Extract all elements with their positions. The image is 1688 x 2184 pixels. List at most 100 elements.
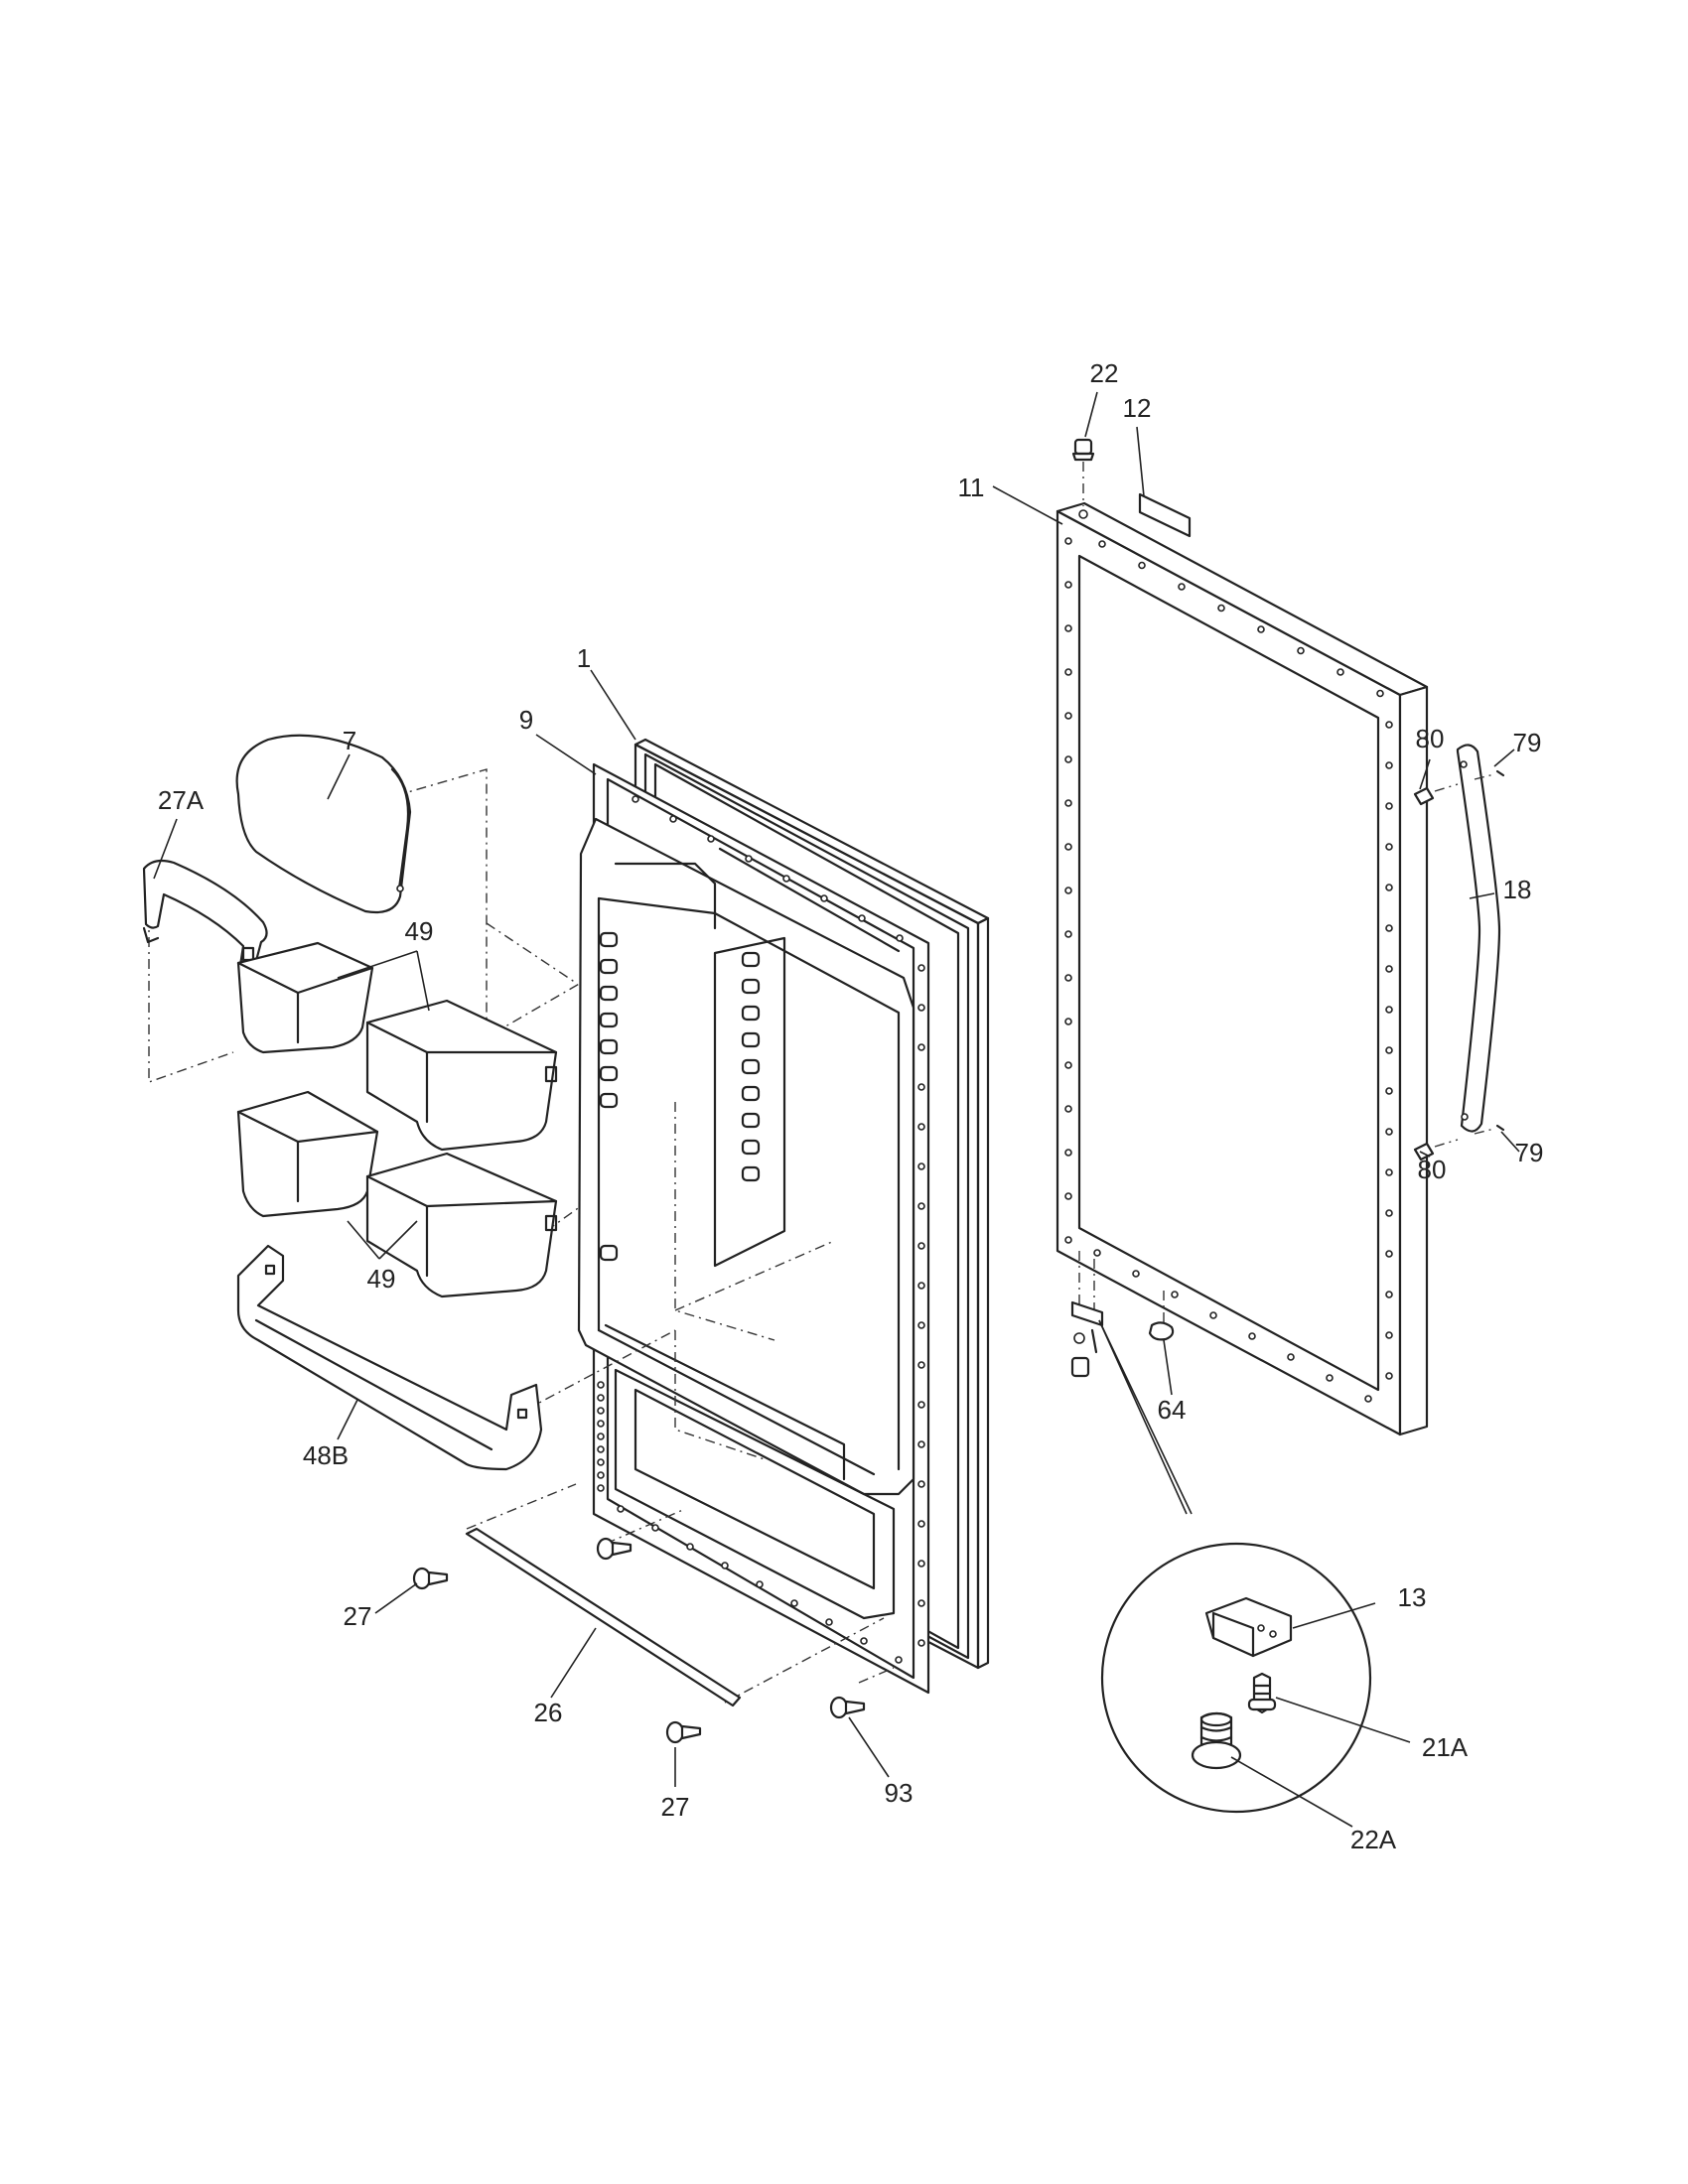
mounting-hole <box>1064 624 1072 632</box>
mounting-hole <box>1287 1353 1295 1361</box>
mounting-hole <box>1138 561 1146 570</box>
mounting-hole <box>1385 1006 1393 1014</box>
mounting-hole <box>1385 1046 1393 1054</box>
mounting-hole <box>1248 1332 1256 1340</box>
callout-22a: 22A <box>1350 1825 1397 1854</box>
mounting-hole <box>1064 1149 1072 1157</box>
mounting-hole <box>756 1580 764 1588</box>
mounting-hole <box>1385 1087 1393 1095</box>
mounting-hole <box>917 1202 925 1210</box>
door-bin-49-bottom-right <box>365 1152 558 1298</box>
callout-18: 18 <box>1503 875 1532 904</box>
mounting-hole <box>1326 1374 1334 1382</box>
mounting-hole <box>597 1407 605 1415</box>
mounting-hole <box>597 1433 605 1440</box>
shelf-support-knob <box>741 1112 761 1129</box>
mounting-hole <box>686 1543 694 1551</box>
shelf-support-knob <box>599 985 619 1002</box>
mounting-hole <box>1385 1291 1393 1298</box>
mounting-hole <box>1132 1270 1140 1278</box>
mounting-hole <box>1385 761 1393 769</box>
mounting-hole <box>1064 1061 1072 1069</box>
callout-27-bottom: 27 <box>661 1792 690 1822</box>
shelf-support-knob <box>599 1065 619 1082</box>
callout-7: 7 <box>343 726 356 755</box>
mounting-hole <box>1385 1209 1393 1217</box>
mounting-hole <box>825 1618 833 1626</box>
mounting-hole <box>1385 924 1393 932</box>
shelf-support-knob <box>599 1012 619 1028</box>
trim-strip-26 <box>465 1527 742 1707</box>
screw-27-left <box>412 1567 449 1590</box>
door-shelf-48b <box>236 1244 543 1471</box>
mounting-hole <box>917 1520 925 1528</box>
mounting-hole <box>597 1484 605 1492</box>
mounting-hole <box>597 1420 605 1428</box>
mounting-hole <box>1064 712 1072 720</box>
mounting-hole <box>669 815 677 823</box>
mounting-hole <box>917 1004 925 1012</box>
bin-27a <box>142 859 268 977</box>
mounting-hole <box>1385 1372 1393 1380</box>
mounting-hole <box>597 1471 605 1479</box>
mounting-hole <box>1364 1395 1372 1403</box>
screw-27-mid <box>596 1537 633 1561</box>
mounting-hole <box>820 894 828 902</box>
callout-49-bottom: 49 <box>367 1264 396 1294</box>
callout-93: 93 <box>885 1778 914 1808</box>
callout-22: 22 <box>1090 358 1119 388</box>
door-bin-49-top-left <box>236 941 374 1054</box>
mounting-hole <box>1385 884 1393 891</box>
mounting-hole <box>1064 930 1072 938</box>
mounting-hole <box>917 1361 925 1369</box>
callout-27-left: 27 <box>344 1601 372 1631</box>
mounting-hole <box>617 1505 625 1513</box>
shelf-support-knob <box>741 1085 761 1102</box>
mounting-hole <box>1257 625 1265 633</box>
dairy-cover-7 <box>235 734 412 914</box>
mounting-hole <box>1385 721 1393 729</box>
mounting-hole <box>917 1282 925 1290</box>
inner-door-liner <box>577 762 930 1695</box>
callout-13: 13 <box>1398 1582 1427 1612</box>
screw-27-bottom <box>665 1720 702 1744</box>
door-bin-49-top-right <box>365 999 558 1152</box>
mounting-hole <box>1064 843 1072 851</box>
mounting-hole <box>1064 799 1072 807</box>
callout-9: 9 <box>519 705 533 735</box>
callout-49-top: 49 <box>405 916 434 946</box>
callout-1: 1 <box>577 643 591 673</box>
callout-64: 64 <box>1158 1395 1187 1425</box>
shelf-support-knob <box>741 1139 761 1156</box>
mounting-hole <box>1297 646 1305 655</box>
mounting-hole <box>1385 965 1393 973</box>
shelf-support-knob <box>599 1038 619 1055</box>
mounting-hole <box>1178 583 1186 591</box>
mounting-hole <box>707 835 715 843</box>
outer-door-panel <box>1055 501 1429 1436</box>
mounting-hole <box>1064 668 1072 676</box>
mounting-hole <box>1064 1236 1072 1244</box>
mounting-hole <box>1385 1128 1393 1136</box>
mounting-hole <box>1064 1018 1072 1025</box>
callout-27a: 27A <box>158 785 205 815</box>
shelf-support-knob <box>599 1092 619 1109</box>
mounting-hole <box>917 1401 925 1409</box>
shelf-support-knob <box>741 1005 761 1022</box>
mounting-hole <box>597 1381 605 1389</box>
mounting-hole <box>1064 887 1072 894</box>
mounting-hole <box>1064 537 1072 545</box>
shelf-support-knob <box>599 931 619 948</box>
shelf-support-knob <box>599 958 619 975</box>
door-bin-49-bottom-left <box>236 1090 379 1218</box>
callout-11: 11 <box>958 473 985 502</box>
callout-26: 26 <box>534 1698 563 1727</box>
screw-93 <box>829 1696 866 1719</box>
mounting-hole <box>1064 581 1072 589</box>
mounting-hole <box>1376 689 1384 698</box>
mounting-hole <box>917 1123 925 1131</box>
mounting-hole <box>1385 802 1393 810</box>
mounting-hole <box>1064 755 1072 763</box>
shelf-support-knob <box>741 1031 761 1048</box>
callout-12: 12 <box>1123 393 1152 423</box>
